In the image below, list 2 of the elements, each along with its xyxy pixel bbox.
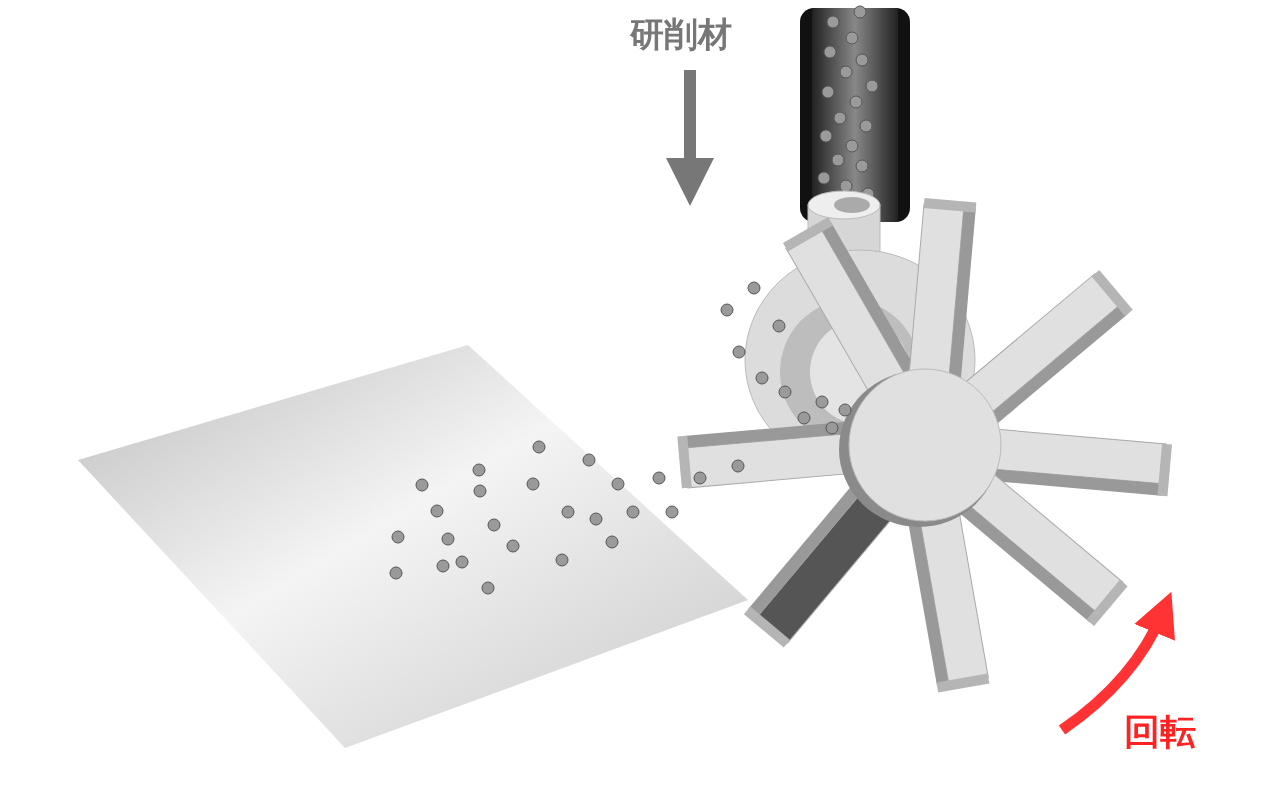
rotation-label: 回転 bbox=[1124, 710, 1196, 754]
abrasive-label: 研削材 bbox=[630, 13, 732, 56]
